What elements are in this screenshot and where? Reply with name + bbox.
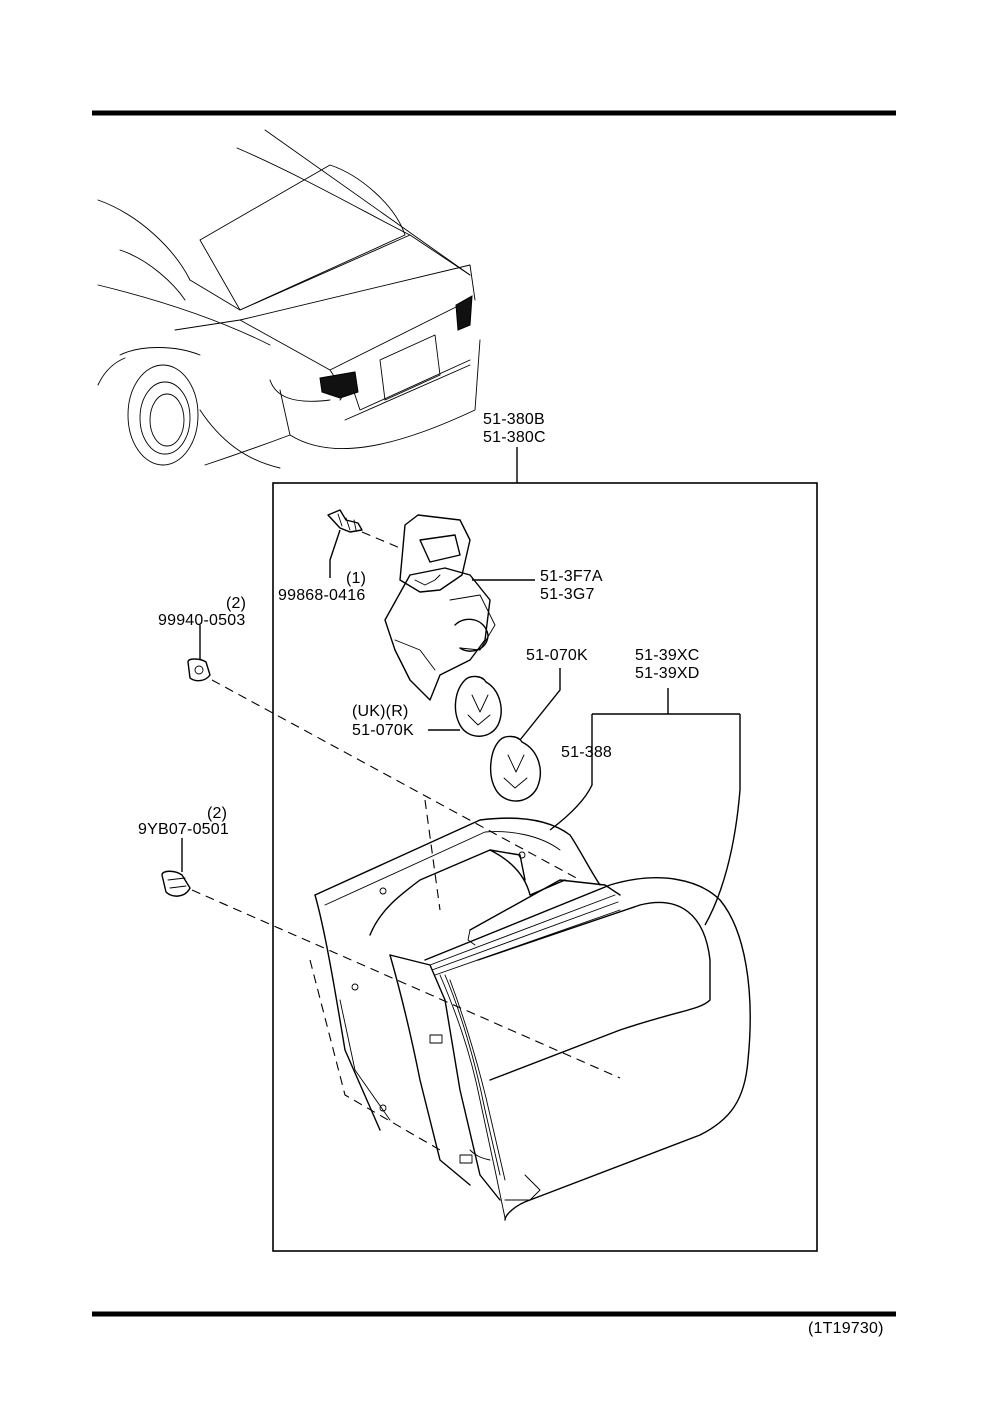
clip-dash-line (191, 889, 621, 1079)
socket-part-1: 51-3F7A (540, 568, 603, 585)
assembly-part-2: 51-380C (483, 429, 546, 446)
tail-lamp-housing (369, 849, 751, 1221)
lens-leader (592, 688, 741, 926)
clip-qty: (2) (207, 805, 228, 822)
clip-icon (161, 870, 191, 897)
bulb-part: 51-070K (526, 647, 588, 664)
screw-part: 99868-0416 (278, 587, 366, 604)
diagram-code: (1T19730) (808, 1320, 884, 1337)
bulb-icon (489, 735, 541, 802)
bulb-leader (519, 668, 561, 741)
nut-part: 99940-0503 (158, 612, 246, 629)
screw-dash-line (361, 531, 401, 549)
gasket-leader (549, 714, 593, 831)
gasket (314, 817, 601, 1131)
screw-qty: (1) (346, 570, 367, 587)
bulb-socket (384, 514, 496, 701)
nut-dash-line (211, 679, 581, 881)
bulb-uk-note: (UK)(R) (352, 703, 409, 720)
assembly-part-1: 51-380B (483, 411, 545, 428)
nut-icon (187, 658, 211, 682)
stud-dash-line-2 (309, 959, 441, 1151)
bulb-uk-part: 51-070K (352, 722, 414, 739)
car-rear-illustration (97, 129, 481, 469)
assembly-frame (272, 482, 818, 1252)
lens-part-2: 51-39XD (635, 665, 700, 682)
clip-part: 9YB07-0501 (138, 821, 229, 838)
socket-part-2: 51-3G7 (540, 586, 595, 603)
nut-qty: (2) (226, 595, 247, 612)
screw-icon (327, 509, 363, 533)
screw-leader (329, 529, 341, 578)
gasket-part: 51-388 (561, 744, 613, 761)
stud-dash-line-1 (424, 799, 441, 911)
lens-part-1: 51-39XC (635, 647, 700, 664)
bulb-uk-icon (454, 675, 502, 737)
